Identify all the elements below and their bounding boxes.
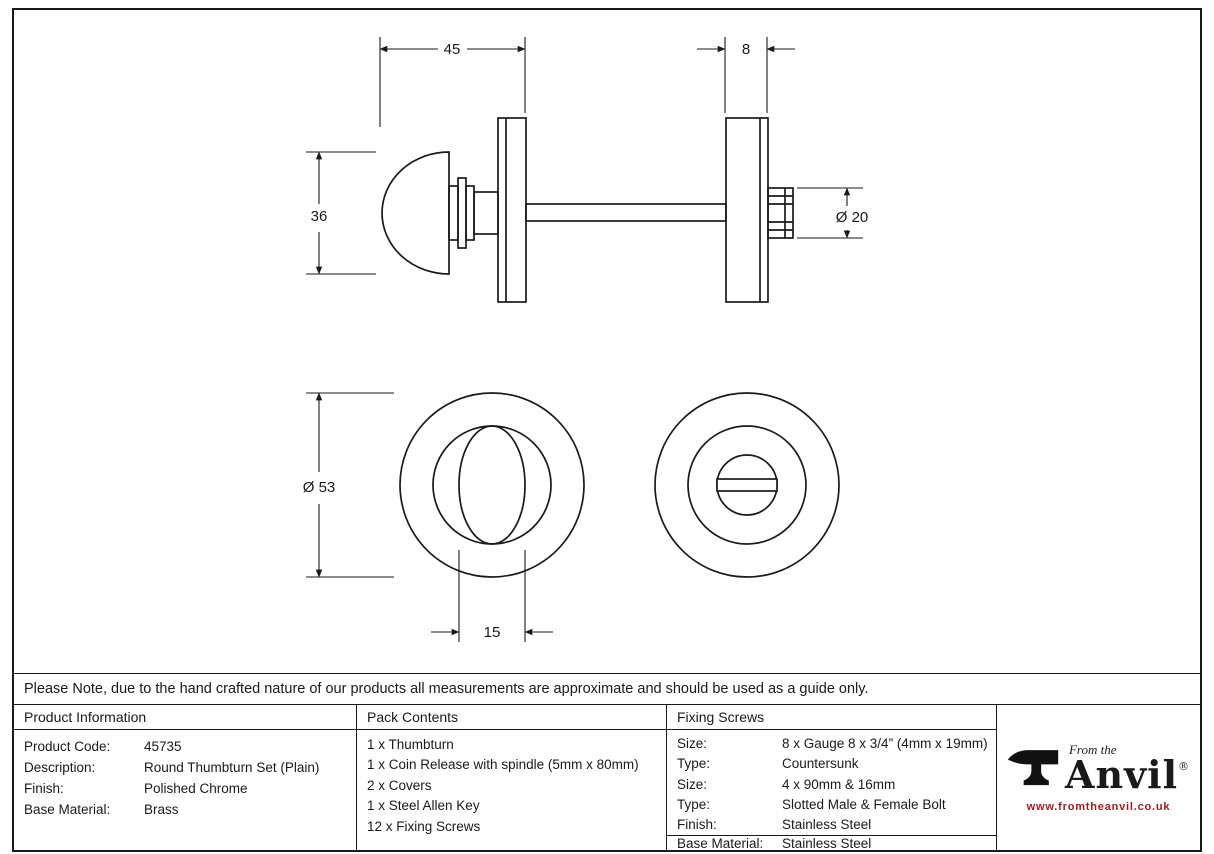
product-info-body: Product Code: 45735 Description: Round T… [14, 730, 356, 850]
dim-overall-depth-label: 45 [444, 41, 461, 58]
logo-url: www.fromtheanvil.co.uk [1026, 800, 1171, 813]
row-label: Size: [677, 736, 708, 751]
spindle [525, 203, 727, 222]
dim-overall-depth: 45 [379, 37, 526, 127]
pack-item: 12 x Fixing Screws [367, 818, 481, 834]
row-label: Type: [677, 756, 711, 772]
row-value: Stainless Steel [782, 817, 872, 833]
coin-release-front-view [654, 392, 840, 578]
front-views [399, 392, 840, 578]
fixing-screws-header: Fixing Screws [666, 705, 996, 730]
pack-item: 1 x Thumbturn [367, 737, 454, 752]
pack-item: 1 x Steel Allen Key [367, 798, 480, 814]
spec-sheet: 45 8 36 [12, 8, 1202, 852]
table-row: Description: Round Thumbturn Set (Plain) [14, 757, 356, 778]
table-row: Type: Slotted Male & Female Bolt [667, 795, 996, 815]
anvil-logo: From the Anvil® www.fromtheanvil.co.uk [1007, 743, 1190, 813]
row-label: Finish: [677, 817, 717, 833]
row-value: Round Thumbturn Set (Plain) [144, 760, 320, 775]
coin-slot [716, 478, 778, 492]
logo-cell: From the Anvil® www.fromtheanvil.co.uk [996, 705, 1200, 850]
dimensions: 45 8 36 [303, 37, 869, 642]
dim-rose-diameter-label: Ø 53 [303, 479, 336, 496]
dim-turn-diameter: Ø 20 [797, 187, 869, 239]
registered-mark: ® [1178, 759, 1191, 773]
table-row: Base Material: Brass [14, 799, 356, 820]
row-value: Countersunk [782, 756, 859, 772]
note-text: Please Note, due to the hand crafted nat… [24, 681, 869, 697]
dim-thumbturn-width: 15 [431, 550, 553, 642]
rose-side-right [725, 117, 769, 303]
logo-top: From the Anvil® [1007, 743, 1190, 794]
row-value: Slotted Male & Female Bolt [782, 796, 946, 812]
row-value: 45735 [144, 739, 182, 754]
row-label: Size: [677, 776, 708, 792]
info-table: Product Information Pack Contents Fixing… [14, 704, 1200, 850]
logo-name: Anvil® [1065, 755, 1191, 794]
table-row: Finish: Polished Chrome [14, 778, 356, 799]
dim-knob-height-label: 36 [311, 208, 328, 225]
row-value: Brass [144, 802, 179, 817]
row-label: Finish: [24, 781, 64, 796]
logo-tagline: From the [1068, 741, 1117, 757]
fixing-screws-last-row: Base Material: Stainless Steel [667, 835, 996, 850]
anvil-icon [1007, 750, 1059, 786]
dim-thumbturn-width-label: 15 [484, 624, 501, 641]
table-row: Product Code: 45735 [14, 736, 356, 757]
row-value: Polished Chrome [144, 781, 248, 796]
dim-rose-thickness-label: 8 [742, 41, 750, 58]
table-row: Size: 4 x 90mm & 16mm [667, 775, 996, 795]
note-bar: Please Note, due to the hand crafted nat… [14, 673, 1200, 704]
rose-side-left [497, 117, 527, 303]
product-info-header: Product Information [14, 705, 356, 730]
fixing-screws-body: Size: 8 x Gauge 8 x 3/4” (4mm x 19mm) Ty… [666, 730, 996, 850]
technical-drawing: 45 8 36 [303, 37, 869, 642]
row-label: Product Code: [24, 739, 111, 754]
coin-release-side [767, 187, 794, 239]
row-label: Base Material: [24, 802, 111, 817]
logo-words: From the Anvil® [1065, 743, 1190, 794]
row-value: 8 x Gauge 8 x 3/4” (4mm x 19mm) [782, 736, 988, 751]
row-label: Base Material: [677, 836, 764, 850]
dim-turn-diameter-label: Ø 20 [836, 209, 869, 226]
pack-contents-header: Pack Contents [356, 705, 666, 730]
logo-name-text: Anvil [1064, 751, 1179, 797]
dim-rose-thickness: 8 [697, 37, 795, 113]
row-label: Type: [677, 796, 711, 812]
thumbturn-knob-side [381, 151, 499, 275]
table-row: Base Material: Stainless Steel [667, 836, 996, 850]
table-row: Finish: Stainless Steel [667, 815, 996, 835]
dim-knob-height: 36 [306, 151, 376, 275]
pack-item: 2 x Covers [367, 777, 432, 793]
row-label: Description: [24, 760, 96, 775]
thumbturn-front-view [399, 392, 585, 578]
pack-item: 1 x Coin Release with spindle (5mm x 80m… [367, 757, 639, 773]
row-value: 4 x 90mm & 16mm [782, 776, 896, 792]
table-row: Size: 8 x Gauge 8 x 3/4” (4mm x 19mm) [667, 734, 996, 754]
dim-rose-diameter: Ø 53 [303, 392, 394, 578]
side-view [381, 117, 794, 303]
pack-contents-body: 1 x Thumbturn 1 x Coin Release with spin… [356, 730, 666, 850]
table-row: Type: Countersunk [667, 754, 996, 774]
row-value: Stainless Steel [782, 836, 872, 850]
